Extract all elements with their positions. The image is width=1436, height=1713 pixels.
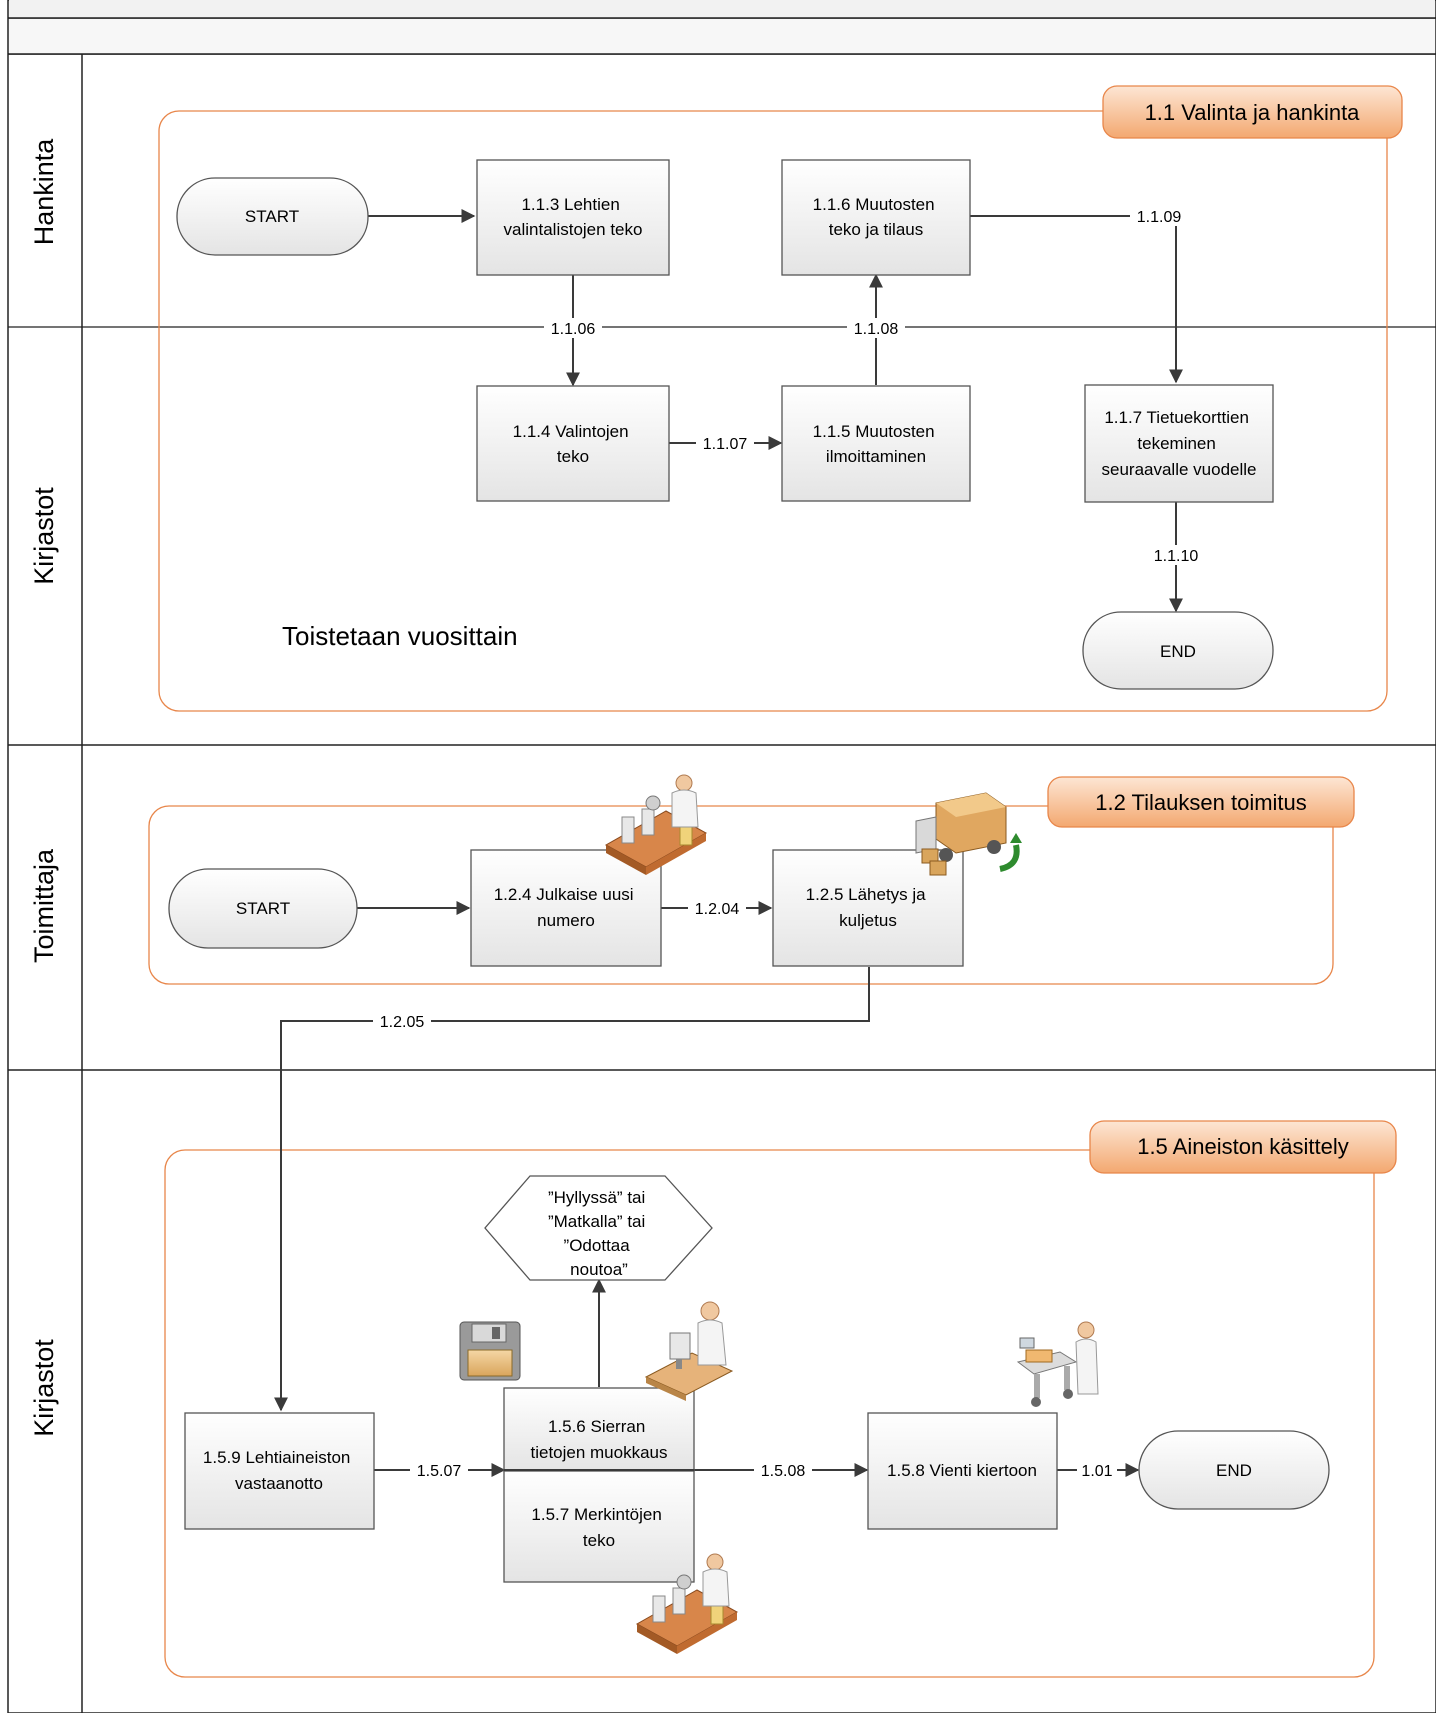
svg-text:1.1.09: 1.1.09: [1137, 209, 1182, 226]
connector-label-1-5-07: 1.5.07: [410, 1460, 468, 1480]
process-1-5-8[interactable]: 1.5.8 Vienti kiertoon: [867, 1412, 1058, 1530]
process-1-1-3[interactable]: 1.1.3 Lehtien valintalistojen teko: [476, 159, 670, 276]
factory-worker-icon: [635, 1553, 739, 1654]
svg-text:1.2.04: 1.2.04: [695, 901, 740, 918]
lane-label-kirjastot-1: Kirjastot: [29, 487, 59, 585]
group-tab-1-5: 1.5 Aineiston käsittely: [1089, 1120, 1397, 1174]
svg-text:1.5.08: 1.5.08: [761, 1463, 806, 1480]
header-bar-top: [9, 0, 1435, 18]
svg-text:1.1.3 Lehtien valintalis: 1.1.3 Lehtien valintalistojen teko: [504, 195, 643, 239]
process-1-1-7[interactable]: 1.1.7 Tietuekorttien tekeminen seuraaval…: [1084, 384, 1274, 503]
floppy-disk-icon: [459, 1321, 521, 1381]
svg-text:END: END: [1160, 642, 1196, 661]
connector-label-1-1-06: 1.1.06: [544, 318, 602, 338]
repeat-annotation: Toistetaan vuosittain: [282, 621, 518, 651]
svg-text:1.5.9 Lehtiaineiston vas: 1.5.9 Lehtiaineiston vastaanotto: [203, 1448, 355, 1493]
process-1-1-4[interactable]: 1.1.4 Valintojen teko: [476, 385, 670, 502]
lane-label-hankinta: Hankinta: [29, 138, 59, 246]
group-tab-1-1: 1.1 Valinta ja hankinta: [1102, 85, 1403, 139]
svg-text:”Hyllyssä” tai ”Matkalla: ”Hyllyssä” tai ”Matkalla” tai ”Odottaa n…: [548, 1188, 650, 1279]
lane-label-toimittaja: Toimittaja: [29, 848, 59, 963]
group-tab-1-2: 1.2 Tilauksen toimitus: [1047, 776, 1355, 828]
connector-label-1-1-09: 1.1.09: [1130, 206, 1188, 226]
connector-label-1-1-08: 1.1.08: [847, 318, 905, 338]
start-terminator-1[interactable]: START: [176, 177, 369, 256]
lane-label-kirjastot-2: Kirjastot: [29, 1339, 59, 1437]
svg-text:1.2 Tilauksen toimitus: 1.2 Tilauksen toimitus: [1095, 790, 1307, 815]
svg-text:1.1.08: 1.1.08: [854, 321, 899, 338]
connector-label-1-01: 1.01: [1077, 1460, 1117, 1480]
delivery-truck-icon: [915, 792, 1022, 876]
svg-text:1.1 Valinta ja hankinta: 1.1 Valinta ja hankinta: [1145, 100, 1361, 125]
svg-text:1.01: 1.01: [1081, 1463, 1112, 1480]
process-1-5-9[interactable]: 1.5.9 Lehtiaineiston vastaanotto: [184, 1412, 375, 1530]
svg-text:1.1.07: 1.1.07: [703, 436, 748, 453]
status-note-hexagon: ”Hyllyssä” tai ”Matkalla” tai ”Odottaa n…: [484, 1175, 713, 1281]
cart-worker-icon: [1016, 1321, 1099, 1407]
factory-worker-icon: [604, 774, 708, 875]
header-bar-second: [9, 19, 1435, 54]
svg-text:1.1.5 Muutosten ilmoitta: 1.1.5 Muutosten ilmoittaminen: [813, 422, 940, 466]
svg-text:1.2.4 Julkaise uusi nume: 1.2.4 Julkaise uusi numero: [494, 885, 639, 930]
svg-text:1.5.07: 1.5.07: [417, 1463, 462, 1480]
svg-text:1.5.6 Sierran tietojen m: 1.5.6 Sierran tietojen muokkaus: [530, 1417, 667, 1462]
svg-text:1.5 Aineiston käsittely: 1.5 Aineiston käsittely: [1137, 1134, 1349, 1159]
svg-text:END: END: [1216, 1461, 1252, 1480]
svg-text:START: START: [236, 899, 290, 918]
process-1-2-4[interactable]: 1.2.4 Julkaise uusi numero: [470, 849, 662, 967]
svg-text:1.2.5 Lähetys ja kuljetu: 1.2.5 Lähetys ja kuljetus: [806, 885, 931, 930]
svg-text:1.5.8 Vienti kiertoon: 1.5.8 Vienti kiertoon: [887, 1461, 1037, 1480]
group-container-1-1: [158, 110, 1388, 712]
computer-worker-icon: [644, 1301, 734, 1401]
svg-text:1.1.4 Valintojen teko: 1.1.4 Valintojen teko: [513, 422, 634, 466]
svg-text:1.1.6 Muutosten teko ja: 1.1.6 Muutosten teko ja tilaus: [813, 195, 940, 239]
svg-text:1.1.7 Tietuekorttien tek: 1.1.7 Tietuekorttien tekeminen seuraaval…: [1102, 408, 1257, 479]
connector-label-1-1-10: 1.1.10: [1147, 545, 1205, 565]
connector-label-1-2-04: 1.2.04: [688, 898, 746, 918]
group-container-1-5: [164, 1149, 1375, 1678]
connector-label-1-5-08: 1.5.08: [754, 1460, 812, 1480]
process-1-1-5[interactable]: 1.1.5 Muutosten ilmoittaminen: [781, 385, 971, 502]
svg-text:1.5.7 Merkintöjen teko: 1.5.7 Merkintöjen teko: [531, 1505, 666, 1550]
process-1-5-7[interactable]: 1.5.7 Merkintöjen teko: [503, 1470, 695, 1583]
start-terminator-2[interactable]: START: [168, 868, 358, 949]
end-terminator-1[interactable]: END: [1082, 611, 1274, 690]
svg-text:START: START: [245, 207, 299, 226]
group-container-1-2: [148, 805, 1334, 985]
svg-text:1.2.05: 1.2.05: [380, 1014, 425, 1031]
connector-label-1-1-07: 1.1.07: [696, 433, 754, 453]
svg-text:1.1.10: 1.1.10: [1154, 548, 1199, 565]
end-terminator-2[interactable]: END: [1138, 1430, 1330, 1510]
process-1-1-6[interactable]: 1.1.6 Muutosten teko ja tilaus: [781, 159, 971, 276]
svg-text:1.1.06: 1.1.06: [551, 321, 596, 338]
connectors: [274, 209, 1183, 1477]
connector-label-1-2-05: 1.2.05: [373, 1011, 431, 1031]
process-1-5-6[interactable]: 1.5.6 Sierran tietojen muokkaus: [503, 1387, 695, 1472]
